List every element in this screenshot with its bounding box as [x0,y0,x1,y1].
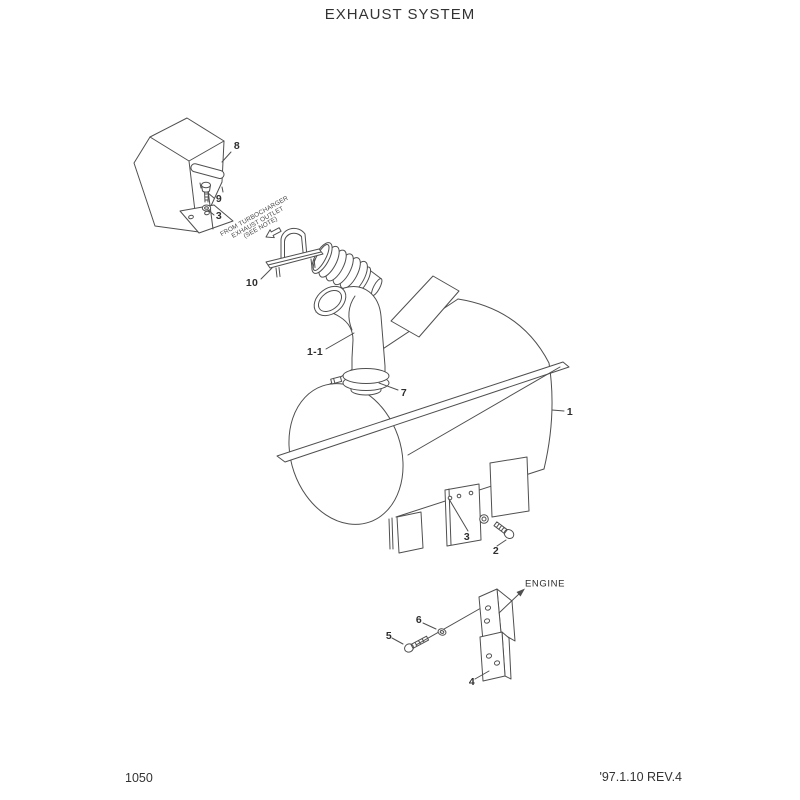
elbow-pipe [313,285,386,380]
washer-3-lower [479,514,489,524]
muffler-body [288,298,553,554]
callout-9: 9 [215,193,223,205]
pipe-clamp-7 [330,368,390,396]
mounting-flange [276,361,570,463]
bellows-pipe [311,242,383,297]
heat-shield-cover [133,117,234,234]
washer-3-upper [201,204,212,212]
callout-1: 1 [566,406,574,418]
revision-label: '97.1.10 REV.4 [599,770,682,784]
callout-6: 6 [415,614,423,626]
page-title: EXHAUST SYSTEM [324,6,476,23]
inlet-plate [390,275,460,338]
callout-2: 2 [492,545,500,557]
bolt-5 [404,635,430,653]
muffler-front-face [288,383,404,525]
callout-3-upper: 3 [215,210,223,222]
muffler-tab [396,511,424,554]
bolt-9 [201,181,211,203]
note-arrow-icon [265,227,282,239]
callout-5: 5 [385,630,393,642]
callout-4: 4 [468,676,476,688]
bolt-2 [493,521,515,540]
leader-lines [207,151,565,680]
callout-1-1: 1-1 [306,346,324,358]
callout-7: 7 [400,387,408,399]
muffler-tab [489,456,530,518]
lower-hardware [448,498,515,540]
engine-bracket-4 [478,588,516,682]
page-number: 1050 [125,771,153,785]
engine-label: ENGINE [524,578,566,590]
callout-3-lower: 3 [463,531,471,543]
engine-bracket-assembly [404,588,525,682]
engine-arrow-icon [498,588,525,614]
washer-6 [437,628,447,636]
u-bolt-clamp-10 [265,227,324,278]
callout-8: 8 [233,140,241,152]
callout-10: 10 [245,277,259,289]
muffler-tab [444,483,482,547]
